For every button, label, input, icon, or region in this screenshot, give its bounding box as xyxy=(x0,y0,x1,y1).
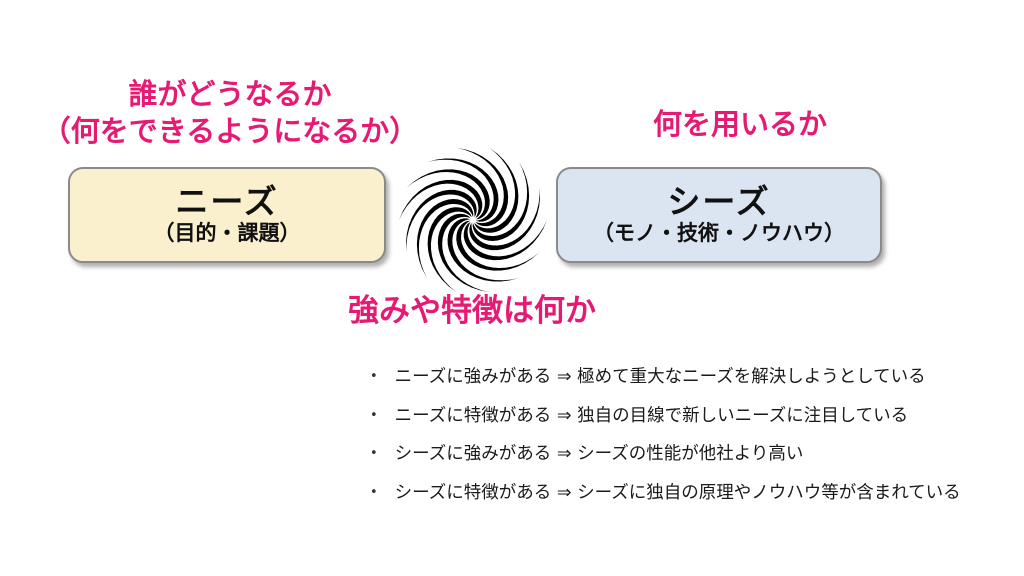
strength-question-heading: 強みや特徴は何か xyxy=(348,293,596,329)
seeds-box-subtitle: （モノ・技術・ノウハウ） xyxy=(593,221,845,246)
swirl-vortex-icon xyxy=(399,147,547,293)
bullet-dot-icon: • xyxy=(370,407,378,423)
list-item-text: ニーズに特徴がある ⇒ 独自の目線で新しいニーズに注目している xyxy=(394,405,909,426)
list-item-text: シーズに特徴がある ⇒ シーズに独自の原理やノウハウ等が含まれている xyxy=(394,482,961,503)
list-item: • シーズに特徴がある ⇒ シーズに独自の原理やノウハウ等が含まれている xyxy=(370,482,1000,506)
needs-question-line1: 誰がどうなるか xyxy=(128,77,332,111)
seeds-box-title: シーズ xyxy=(667,182,771,222)
bullet-list: • ニーズに強みがある ⇒ 極めて重大なニーズを解決しようとしている • ニーズ… xyxy=(370,366,1000,521)
needs-question-heading: 誰がどうなるか （何をできるようになるか） xyxy=(30,76,430,150)
list-item-text: シーズに強みがある ⇒ シーズの性能が他社より高い xyxy=(394,444,804,465)
list-item: • シーズに強みがある ⇒ シーズの性能が他社より高い xyxy=(370,443,1000,467)
list-item-text: ニーズに強みがある ⇒ 極めて重大なニーズを解決しようとしている xyxy=(394,367,926,387)
bullet-dot-icon: • xyxy=(370,446,378,462)
seeds-box: シーズ （モノ・技術・ノウハウ） xyxy=(556,167,882,263)
needs-box: ニーズ （目的・課題） xyxy=(68,167,386,263)
needs-box-title: ニーズ xyxy=(175,182,279,222)
list-item: • ニーズに強みがある ⇒ 極めて重大なニーズを解決しようとしている xyxy=(370,366,1000,390)
bullet-dot-icon: • xyxy=(370,484,378,500)
needs-box-subtitle: （目的・課題） xyxy=(153,221,301,246)
bullet-dot-icon: • xyxy=(370,369,378,384)
seeds-question-heading: 何を用いるか xyxy=(652,107,827,141)
needs-question-line2: （何をできるようになるか） xyxy=(41,114,419,149)
list-item: • ニーズに特徴がある ⇒ 独自の目線で新しいニーズに注目している xyxy=(370,405,1000,429)
